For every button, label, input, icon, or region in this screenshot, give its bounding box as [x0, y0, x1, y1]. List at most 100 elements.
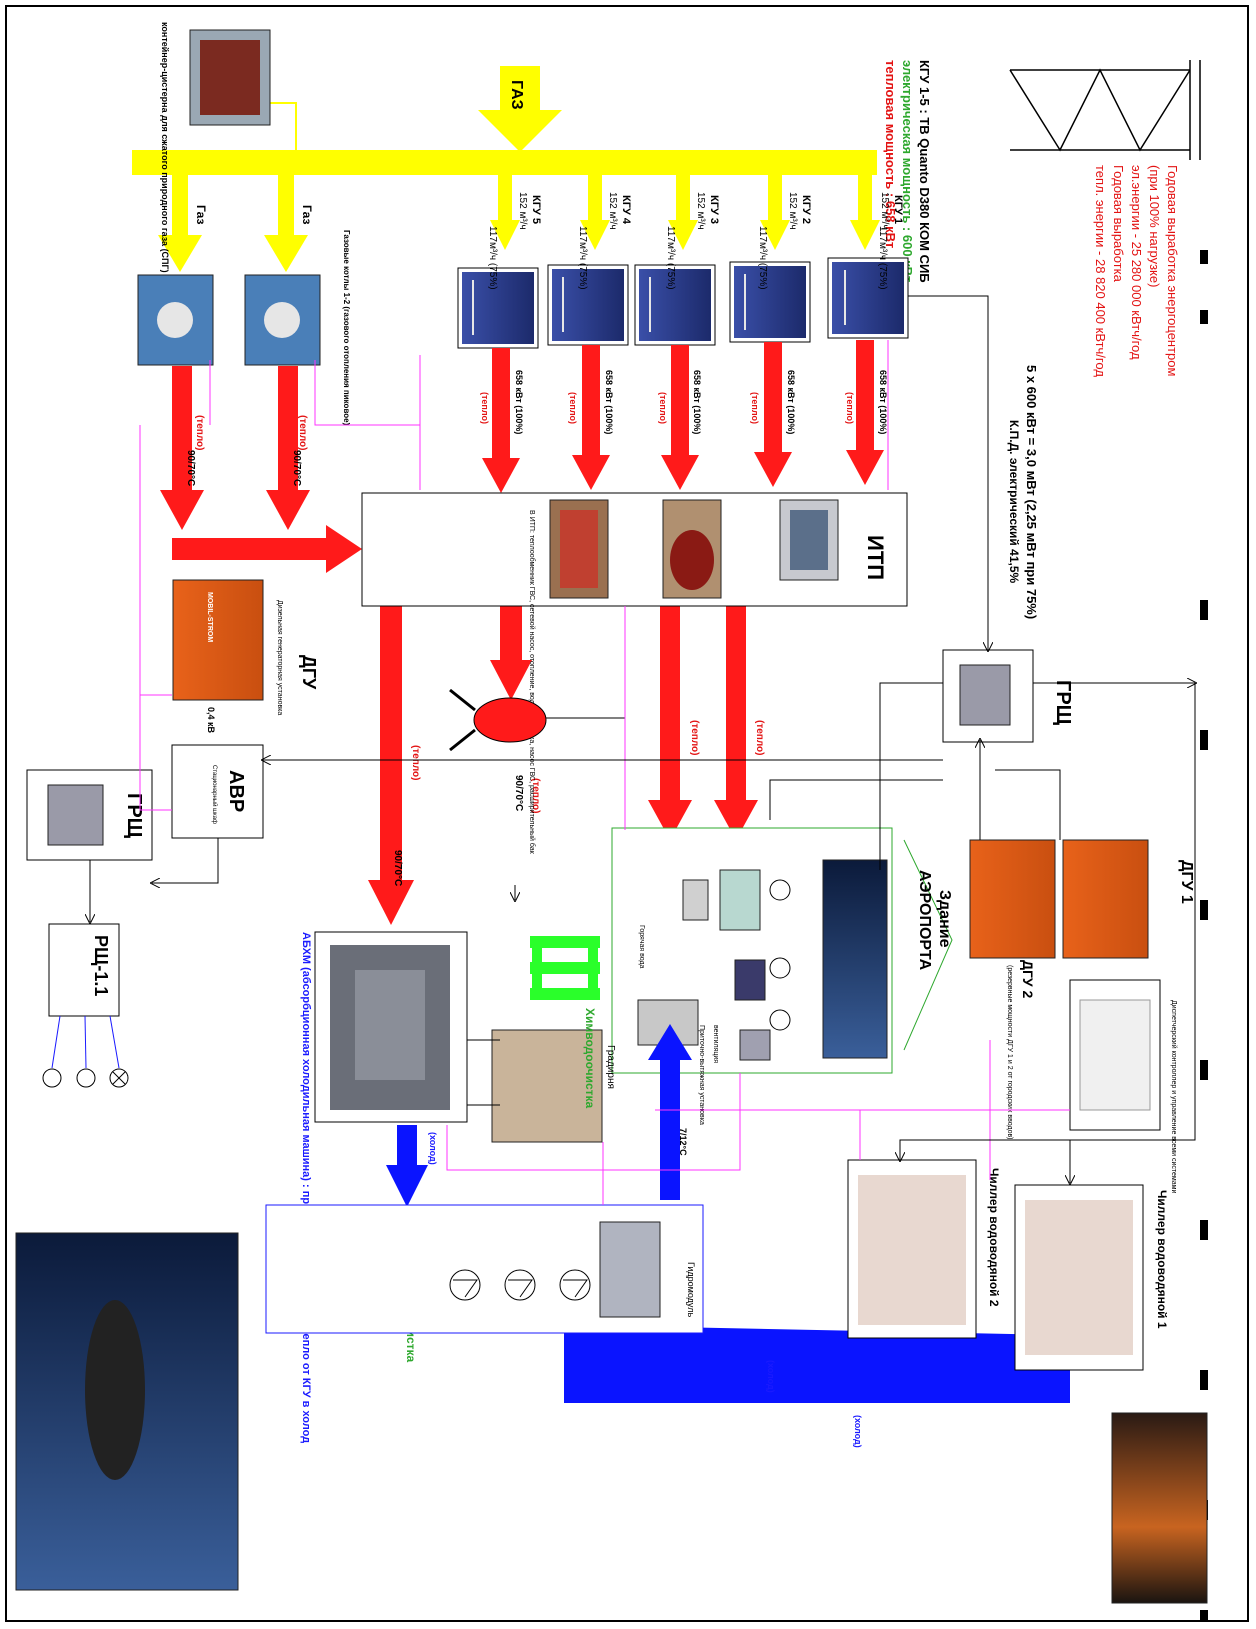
itp-list: В ИТП: теплообменник ГВС, сетевой насос,… [528, 510, 536, 855]
svg-text:эл.энергии - 25 280 000 кВтч/г: эл.энергии - 25 280 000 кВтч/год [1129, 165, 1144, 360]
hydromodule-label: Гидромодуль [686, 1262, 696, 1317]
dgu1-label: ДГУ 1 [1178, 860, 1195, 904]
svg-text:117м³/ч (75%): 117м³/ч (75%) [877, 226, 888, 290]
svg-text:(резервные мощности ДГУ 1 и 2: (резервные мощности ДГУ 1 и 2 от городск… [1006, 965, 1013, 1140]
svg-text:152 м³/ч: 152 м³/ч [607, 192, 618, 230]
svg-text:КГУ 4: КГУ 4 [620, 195, 632, 225]
svg-text:658 кВт (100%): 658 кВт (100%) [692, 370, 702, 434]
svg-text:90/70°С: 90/70°С [392, 850, 403, 886]
total-power: 5 х 600 кВт = 3,0 мВт (2,25 мВт при 75%) [1024, 365, 1039, 619]
svg-text:658 кВт (100%): 658 кВт (100%) [514, 370, 524, 434]
dgu2-photo [969, 839, 1056, 959]
svg-text:(тепло): (тепло) [845, 392, 855, 424]
svg-text:Химводоочистка: Химводоочистка [583, 1008, 597, 1109]
svg-text:117м³/ч (75%): 117м³/ч (75%) [757, 226, 768, 290]
svg-text:90/70°С: 90/70°С [291, 450, 302, 486]
svg-text:(тепло): (тепло) [568, 392, 578, 424]
spg-container-label: контейнер-цистерна для сжатого природног… [160, 22, 170, 273]
svg-text:(холод): (холод) [428, 1132, 438, 1165]
svg-text:КГУ 2: КГУ 2 [800, 195, 812, 224]
grsh-left-title: ГРЩ [123, 793, 145, 839]
svg-text:КГУ 1: КГУ 1 [892, 195, 904, 224]
dgu-photo [172, 579, 264, 701]
gas-label: ГАЗ [508, 80, 525, 110]
svg-text:тепл. энергии - 28 820 400 кВт: тепл. энергии - 28 820 400 кВтч/год [1093, 165, 1108, 377]
absorber-label: АБХМ (абсорбционная холодильная машина) … [300, 932, 312, 1443]
control-wiring [139, 340, 1070, 1205]
svg-text:152 м³/ч: 152 м³/ч [517, 192, 528, 230]
gas-label-boiler-1: Газ [194, 205, 208, 224]
svg-text:152 м³/ч: 152 м³/ч [695, 192, 706, 230]
svg-text:117м³/ч (75%): 117м³/ч (75%) [487, 226, 498, 290]
heat-labels: (тепло) 658 кВт (100%) (тепло) 658 кВт (… [185, 370, 888, 886]
svg-text:(тепло): (тепло) [410, 745, 421, 781]
pump-icons [449, 1269, 591, 1301]
svg-text:152 м³/ч: 152 м³/ч [879, 192, 890, 230]
gradirnya-photo [491, 1029, 603, 1143]
svg-text:MOBIL-STROM: MOBIL-STROM [206, 592, 213, 642]
grsh-right-title: ГРЩ [1052, 680, 1074, 726]
svg-text:152 м³/ч: 152 м³/ч [787, 192, 798, 230]
water-treatment-top [530, 936, 600, 1000]
rsh-title: РЩ-1.1 [91, 935, 111, 996]
svg-text:(при 100% нагрузке): (при 100% нагрузке) [1147, 165, 1162, 287]
dgu1-photo [1062, 839, 1149, 959]
svg-text:(тепло): (тепло) [480, 392, 490, 424]
svg-text:Дизельная генераторная установ: Дизельная генераторная установка [276, 600, 283, 715]
svg-text:7/12°С: 7/12°С [678, 1128, 688, 1156]
svg-text:(тепло): (тепло) [658, 392, 668, 424]
chiller-2-label: Чиллер водоводяной 2 [987, 1168, 1001, 1307]
svg-text:Годовая выработка: Годовая выработка [1111, 165, 1126, 283]
dispatch-label: Диспетчерский контроллер и управление вс… [1170, 1000, 1178, 1193]
electric-lines [90, 295, 1195, 1183]
svg-text:Стационарный шкаф: Стационарный шкаф [211, 765, 218, 824]
svg-text:Приточно-вытяжная установка: Приточно-вытяжная установка [698, 1025, 705, 1125]
svg-text:90/70°С: 90/70°С [513, 775, 524, 811]
hot-water-tank [473, 697, 547, 743]
gas-network [132, 66, 880, 272]
svg-text:вентиляция: вентиляция [712, 1025, 719, 1063]
kgu-spec: КГУ 1-5 : TB Quanto D380 КОМ СИБ [917, 60, 932, 283]
chiller-1-label: Чиллер водоводяной 1 [1155, 1190, 1169, 1329]
svg-text:Горячая вода: Горячая вода [638, 925, 645, 969]
svg-text:117м³/ч (75%): 117м³/ч (75%) [577, 226, 588, 290]
avr-title: АВР [225, 770, 247, 812]
airplane-sunset-photo [1111, 1412, 1208, 1604]
svg-text:(тепло): (тепло) [530, 778, 541, 814]
electric-power: электрическая мощность : 600 кВт [900, 60, 915, 282]
kgu-units [457, 257, 909, 349]
itp-photos [549, 499, 839, 599]
svg-text:(тепло): (тепло) [297, 415, 308, 451]
svg-text:(тепло): (тепло) [750, 392, 760, 424]
svg-text:90/70°С: 90/70°С [185, 450, 196, 486]
svg-text:Градирня: Градирня [605, 1045, 616, 1089]
kpd: К.П.Д. электрический 41,5% [1007, 420, 1021, 583]
svg-text:(тепло): (тепло) [689, 720, 700, 756]
airport-photo [822, 859, 888, 1059]
dgu2-label: ДГУ 2 [1020, 960, 1036, 999]
svg-text:(холод): (холод) [766, 1360, 776, 1393]
kgu-labels: КГУ 1 152 м³/ч 117м³/ч (75%) КГУ 2 152 м… [487, 192, 904, 290]
svg-text:(тепло): (тепло) [194, 415, 205, 451]
rsh-outlets [42, 1015, 129, 1088]
annual-output: Годовая выработка энергоцентром (при 100… [1093, 165, 1180, 377]
heat-network [160, 340, 884, 925]
svg-text:(холод): (холод) [853, 1415, 863, 1448]
airport-label-2: АЭРОПОРТА [916, 870, 933, 971]
boilers-note: Газовые котлы 1-2 (газового отопления пи… [342, 230, 351, 426]
svg-text:658 кВт (100%): 658 кВт (100%) [786, 370, 796, 434]
power-tower-icon [1009, 60, 1201, 160]
dgu-label: ДГУ [299, 655, 319, 690]
svg-text:(тепло): (тепло) [754, 720, 765, 756]
svg-text:0,4 кВ: 0,4 кВ [206, 707, 216, 734]
svg-text:117м³/ч (75%): 117м³/ч (75%) [665, 226, 676, 290]
svg-text:Годовая выработка энергоцентро: Годовая выработка энергоцентром [1165, 165, 1180, 377]
svg-text:КГУ 3: КГУ 3 [708, 195, 720, 224]
drawing-frame [5, 5, 1249, 1622]
itp-title: ИТП [863, 535, 888, 580]
gas-label-boiler-2: Газ [300, 205, 314, 224]
svg-text:КГУ 5: КГУ 5 [530, 195, 542, 224]
svg-text:658 кВт (100%): 658 кВт (100%) [878, 370, 888, 434]
airport-label-1: Здание [936, 890, 953, 948]
